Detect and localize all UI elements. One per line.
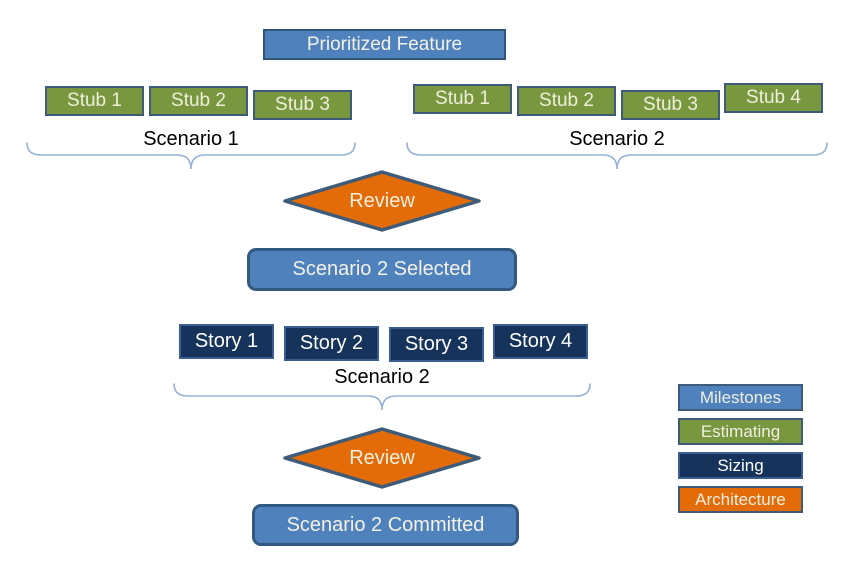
stories-brace	[173, 383, 591, 411]
scenario2-brace	[406, 142, 828, 170]
legend-item-sizing: Sizing	[678, 452, 803, 479]
story-box-4: Story 4	[493, 324, 588, 359]
story-box-3: Story 3	[389, 327, 484, 362]
scenario2-stub-3: Stub 3	[621, 90, 720, 120]
scenario2-stub-2: Stub 2	[517, 86, 616, 116]
story-box-2: Story 2	[284, 326, 379, 361]
legend-item-milestones: Milestones	[678, 384, 803, 411]
review-label-1: Review	[349, 189, 415, 212]
scenario1-stub-1: Stub 1	[45, 86, 144, 116]
review-diamond-1	[283, 170, 481, 232]
story-box-1: Story 1	[179, 324, 274, 359]
scenario1-brace	[26, 142, 356, 170]
scenario2-committed-box: Scenario 2 Committed	[252, 504, 519, 546]
scenario1-group-label: Scenario 1	[143, 128, 239, 150]
review-diamond-2	[283, 427, 481, 489]
stories-group-label: Scenario 2	[334, 366, 430, 388]
scenario2-stub-4: Stub 4	[724, 83, 823, 113]
scenario2-selected-box: Scenario 2 Selected	[247, 248, 517, 291]
scenario1-stub-2: Stub 2	[149, 86, 248, 116]
prioritized-feature-box: Prioritized Feature	[263, 29, 506, 60]
scenario2-group-label: Scenario 2	[569, 128, 665, 150]
legend-item-estimating: Estimating	[678, 418, 803, 445]
review-label-2: Review	[349, 446, 415, 469]
scenario1-stub-3: Stub 3	[253, 90, 352, 120]
scenario2-stub-1: Stub 1	[413, 84, 512, 114]
legend-item-architecture: Architecture	[678, 486, 803, 513]
